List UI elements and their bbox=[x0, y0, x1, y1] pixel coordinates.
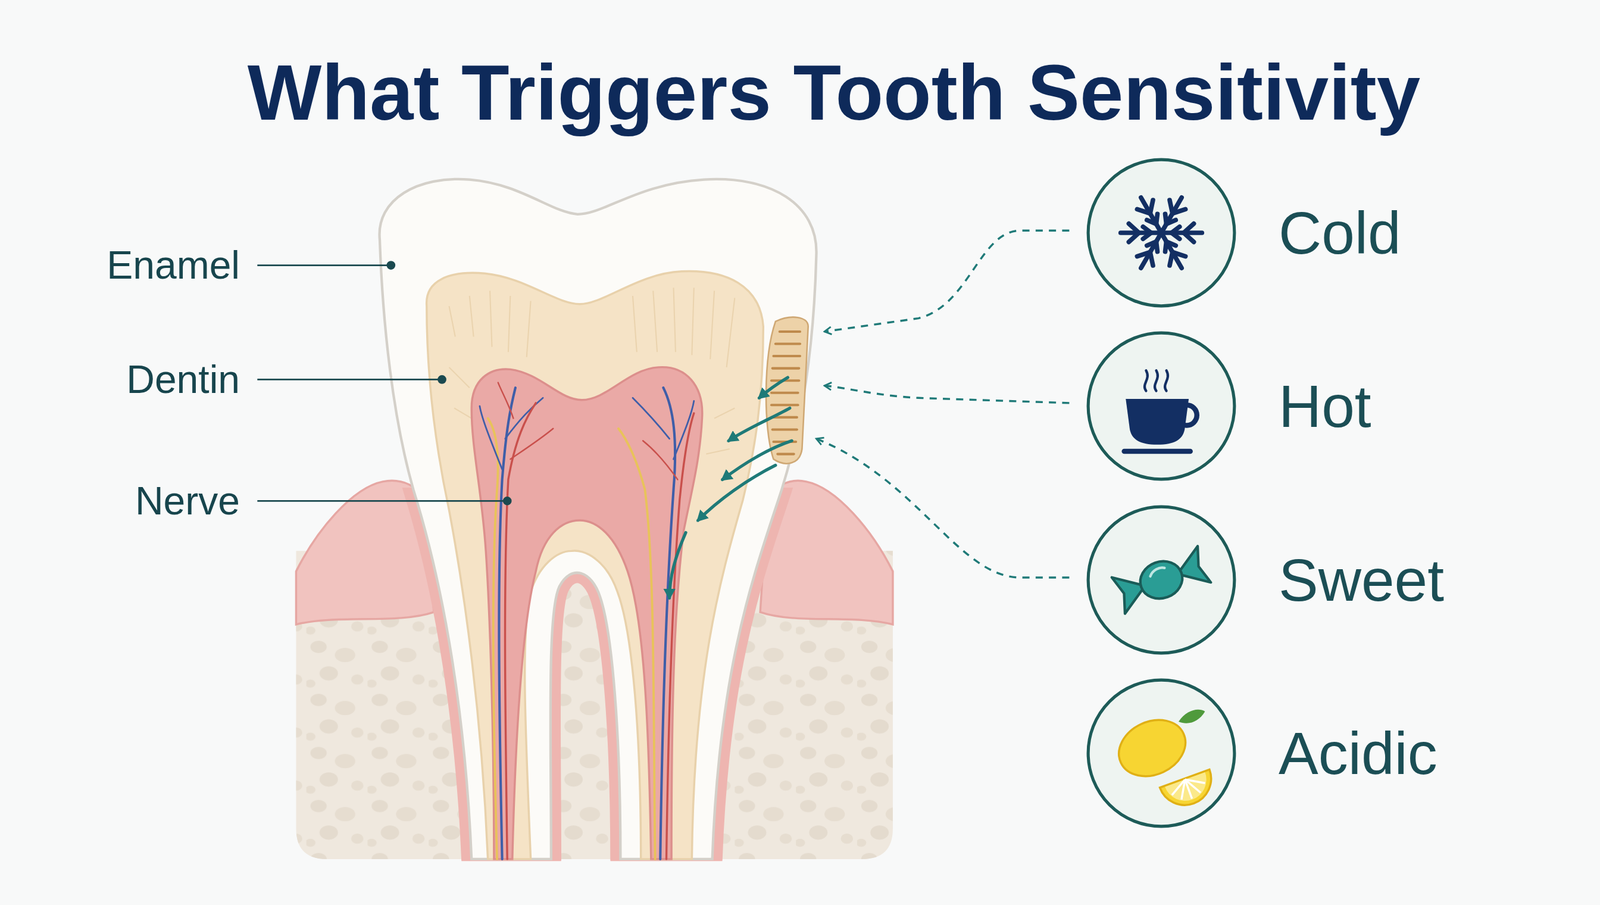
snowflake-arm bbox=[1142, 232, 1152, 239]
trigger-circle: Sweet bbox=[1085, 503, 1238, 656]
steam-line bbox=[1164, 370, 1168, 391]
snowflake-arm bbox=[1161, 197, 1182, 233]
snowflake-arm bbox=[1172, 252, 1186, 257]
nerve-fibers bbox=[479, 382, 695, 859]
candy-icon bbox=[1111, 545, 1212, 614]
lemon-slice bbox=[1160, 769, 1220, 812]
lemon-leaf bbox=[1178, 709, 1205, 724]
lemon-segment bbox=[1185, 779, 1193, 799]
lemon-rind bbox=[1160, 769, 1220, 812]
enamel bbox=[379, 179, 817, 859]
saucer bbox=[1121, 448, 1193, 455]
leader-lines bbox=[257, 261, 511, 505]
pulp bbox=[471, 367, 703, 859]
open-tubules bbox=[771, 331, 800, 455]
trigger-circle: Cold bbox=[1085, 156, 1238, 309]
snowflake-icon bbox=[1120, 197, 1203, 268]
steam-line bbox=[1154, 370, 1158, 391]
snowflake-arm bbox=[1141, 232, 1162, 268]
trigger-circle: Acidic bbox=[1085, 676, 1238, 830]
lemon-icon bbox=[1109, 709, 1219, 813]
part-label: Dentin bbox=[126, 355, 240, 403]
candy-shine bbox=[1148, 566, 1166, 577]
lemon-flesh bbox=[1164, 772, 1213, 807]
circle-outline bbox=[1088, 332, 1235, 480]
steam-line bbox=[1144, 370, 1148, 391]
snowflake-arm bbox=[1147, 220, 1157, 225]
trigger-label: Acidic bbox=[1278, 717, 1438, 789]
trigger-label: Hot bbox=[1278, 370, 1372, 442]
trigger-dashed-arrows bbox=[816, 230, 1070, 578]
circle-outline bbox=[1088, 159, 1235, 306]
diagram-title: What Triggers Tooth Sensitivity bbox=[247, 53, 1421, 133]
coffee-cup-icon bbox=[1121, 370, 1197, 454]
part-label: Enamel bbox=[106, 241, 240, 289]
root-lining bbox=[379, 487, 817, 859]
circle-outline bbox=[1085, 329, 1238, 483]
nerve-signal-arrows bbox=[669, 377, 793, 598]
cup-body bbox=[1125, 398, 1189, 445]
circle-outline bbox=[1085, 156, 1238, 309]
snowflake-arm bbox=[1164, 213, 1167, 224]
dentin bbox=[426, 271, 764, 859]
lemon-segment bbox=[1168, 779, 1189, 795]
snowflake-arm bbox=[1169, 200, 1173, 214]
snowflake-arm bbox=[1128, 232, 1139, 242]
snowflake-arm bbox=[1183, 223, 1195, 233]
snowflake-arm bbox=[1155, 241, 1158, 252]
snowflake-arm bbox=[1150, 252, 1153, 266]
trigger-label: Cold bbox=[1278, 197, 1402, 269]
circle-outline bbox=[1088, 506, 1235, 653]
candy-body bbox=[1135, 555, 1188, 605]
part-label: Nerve bbox=[135, 477, 240, 525]
snowflake-arm bbox=[1136, 208, 1150, 214]
trigger-label: Sweet bbox=[1278, 544, 1445, 616]
circle-outline bbox=[1085, 503, 1238, 656]
trigger-circle: Hot bbox=[1085, 329, 1238, 483]
snowflake-arm bbox=[1166, 241, 1177, 246]
circle-outline bbox=[1088, 679, 1235, 827]
snowflake-arm bbox=[1171, 226, 1180, 233]
circle-outline bbox=[1085, 676, 1238, 830]
